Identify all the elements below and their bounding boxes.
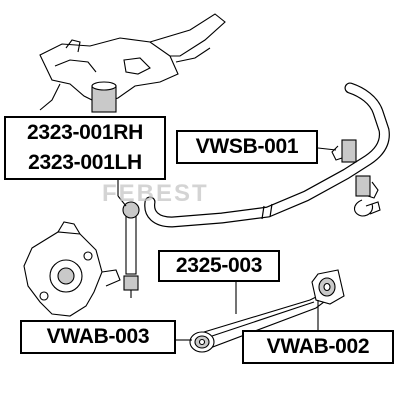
lateral-arm (189, 269, 345, 353)
febest-watermark: FEBEST (102, 180, 209, 207)
part-number-arm-bushing-inner: VWAB-003 (46, 325, 150, 348)
callout-lateral-arm: 2325-003 (158, 250, 280, 282)
stabilizer-bar (144, 82, 390, 228)
part-number-arm-bushing-outer: VWAB-002 (266, 335, 370, 358)
subframe-drawing (39, 13, 226, 111)
steering-knuckle (23, 221, 121, 317)
callout-arm-bushing-outer: VWAB-002 (242, 330, 394, 364)
part-number-link-lh: 2323-001LH (28, 151, 142, 174)
part-number-lateral-arm: 2325-003 (175, 254, 263, 277)
part-number-link-rh: 2323-001RH (26, 121, 144, 144)
stabilizer-link (122, 201, 140, 298)
callout-stabilizer-bushing: VWSB-001 (176, 130, 318, 164)
subframe-mount-bushing (91, 81, 117, 113)
part-number-stabilizer-bushing: VWSB-001 (195, 135, 299, 158)
callout-arm-bushing-inner: VWAB-003 (20, 320, 176, 354)
stabilizer-bushings (331, 139, 381, 217)
callout-stabilizer-link: 2323-001RH 2323-001LH (4, 116, 166, 180)
